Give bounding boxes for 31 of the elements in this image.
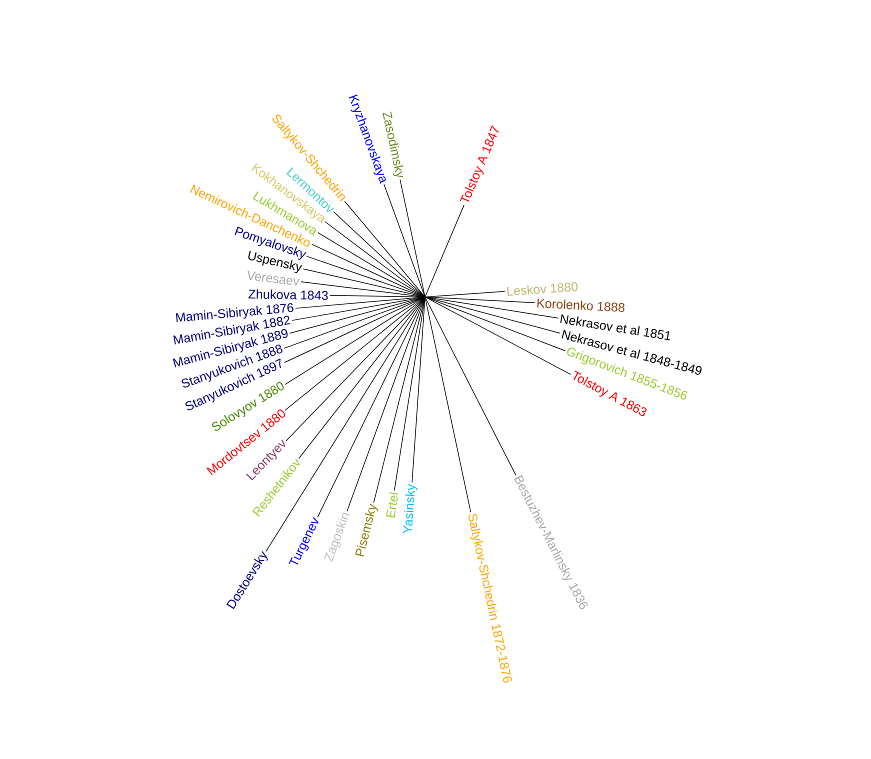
branch-line: [424, 296, 572, 375]
branch-line: [424, 296, 536, 304]
branch-line: [400, 179, 426, 298]
branch-line: [373, 296, 426, 504]
branch-line: [424, 296, 561, 334]
branch-line: [317, 232, 426, 298]
branch-line: [424, 296, 472, 513]
branch-line: [284, 296, 426, 411]
branch-line: [286, 296, 426, 442]
branch-line: [298, 296, 426, 459]
branch-line: [311, 244, 426, 298]
branch-line: [317, 296, 426, 518]
branch-line: [412, 296, 426, 483]
branch-line: [300, 281, 426, 298]
leaf-label: Ertel: [386, 492, 398, 518]
branch-line: [324, 221, 426, 298]
branch-line: [424, 296, 566, 352]
leaf-label: Leskov 1880: [507, 282, 578, 296]
branch-line: [284, 296, 426, 385]
branch-line: [424, 296, 516, 476]
branch-line: [344, 200, 426, 298]
branch-line: [284, 296, 426, 363]
branch-line: [384, 184, 426, 298]
leaf-label: Korolenko 1888: [537, 298, 624, 312]
branch-line: [424, 291, 506, 298]
branch-line: [333, 211, 426, 298]
leaf-label: Zhukova 1843: [248, 289, 328, 300]
branch-line: [424, 204, 464, 298]
branch-line: [302, 268, 426, 298]
leaf-label: Yasinsky: [403, 484, 418, 534]
branch-line: [266, 296, 426, 552]
